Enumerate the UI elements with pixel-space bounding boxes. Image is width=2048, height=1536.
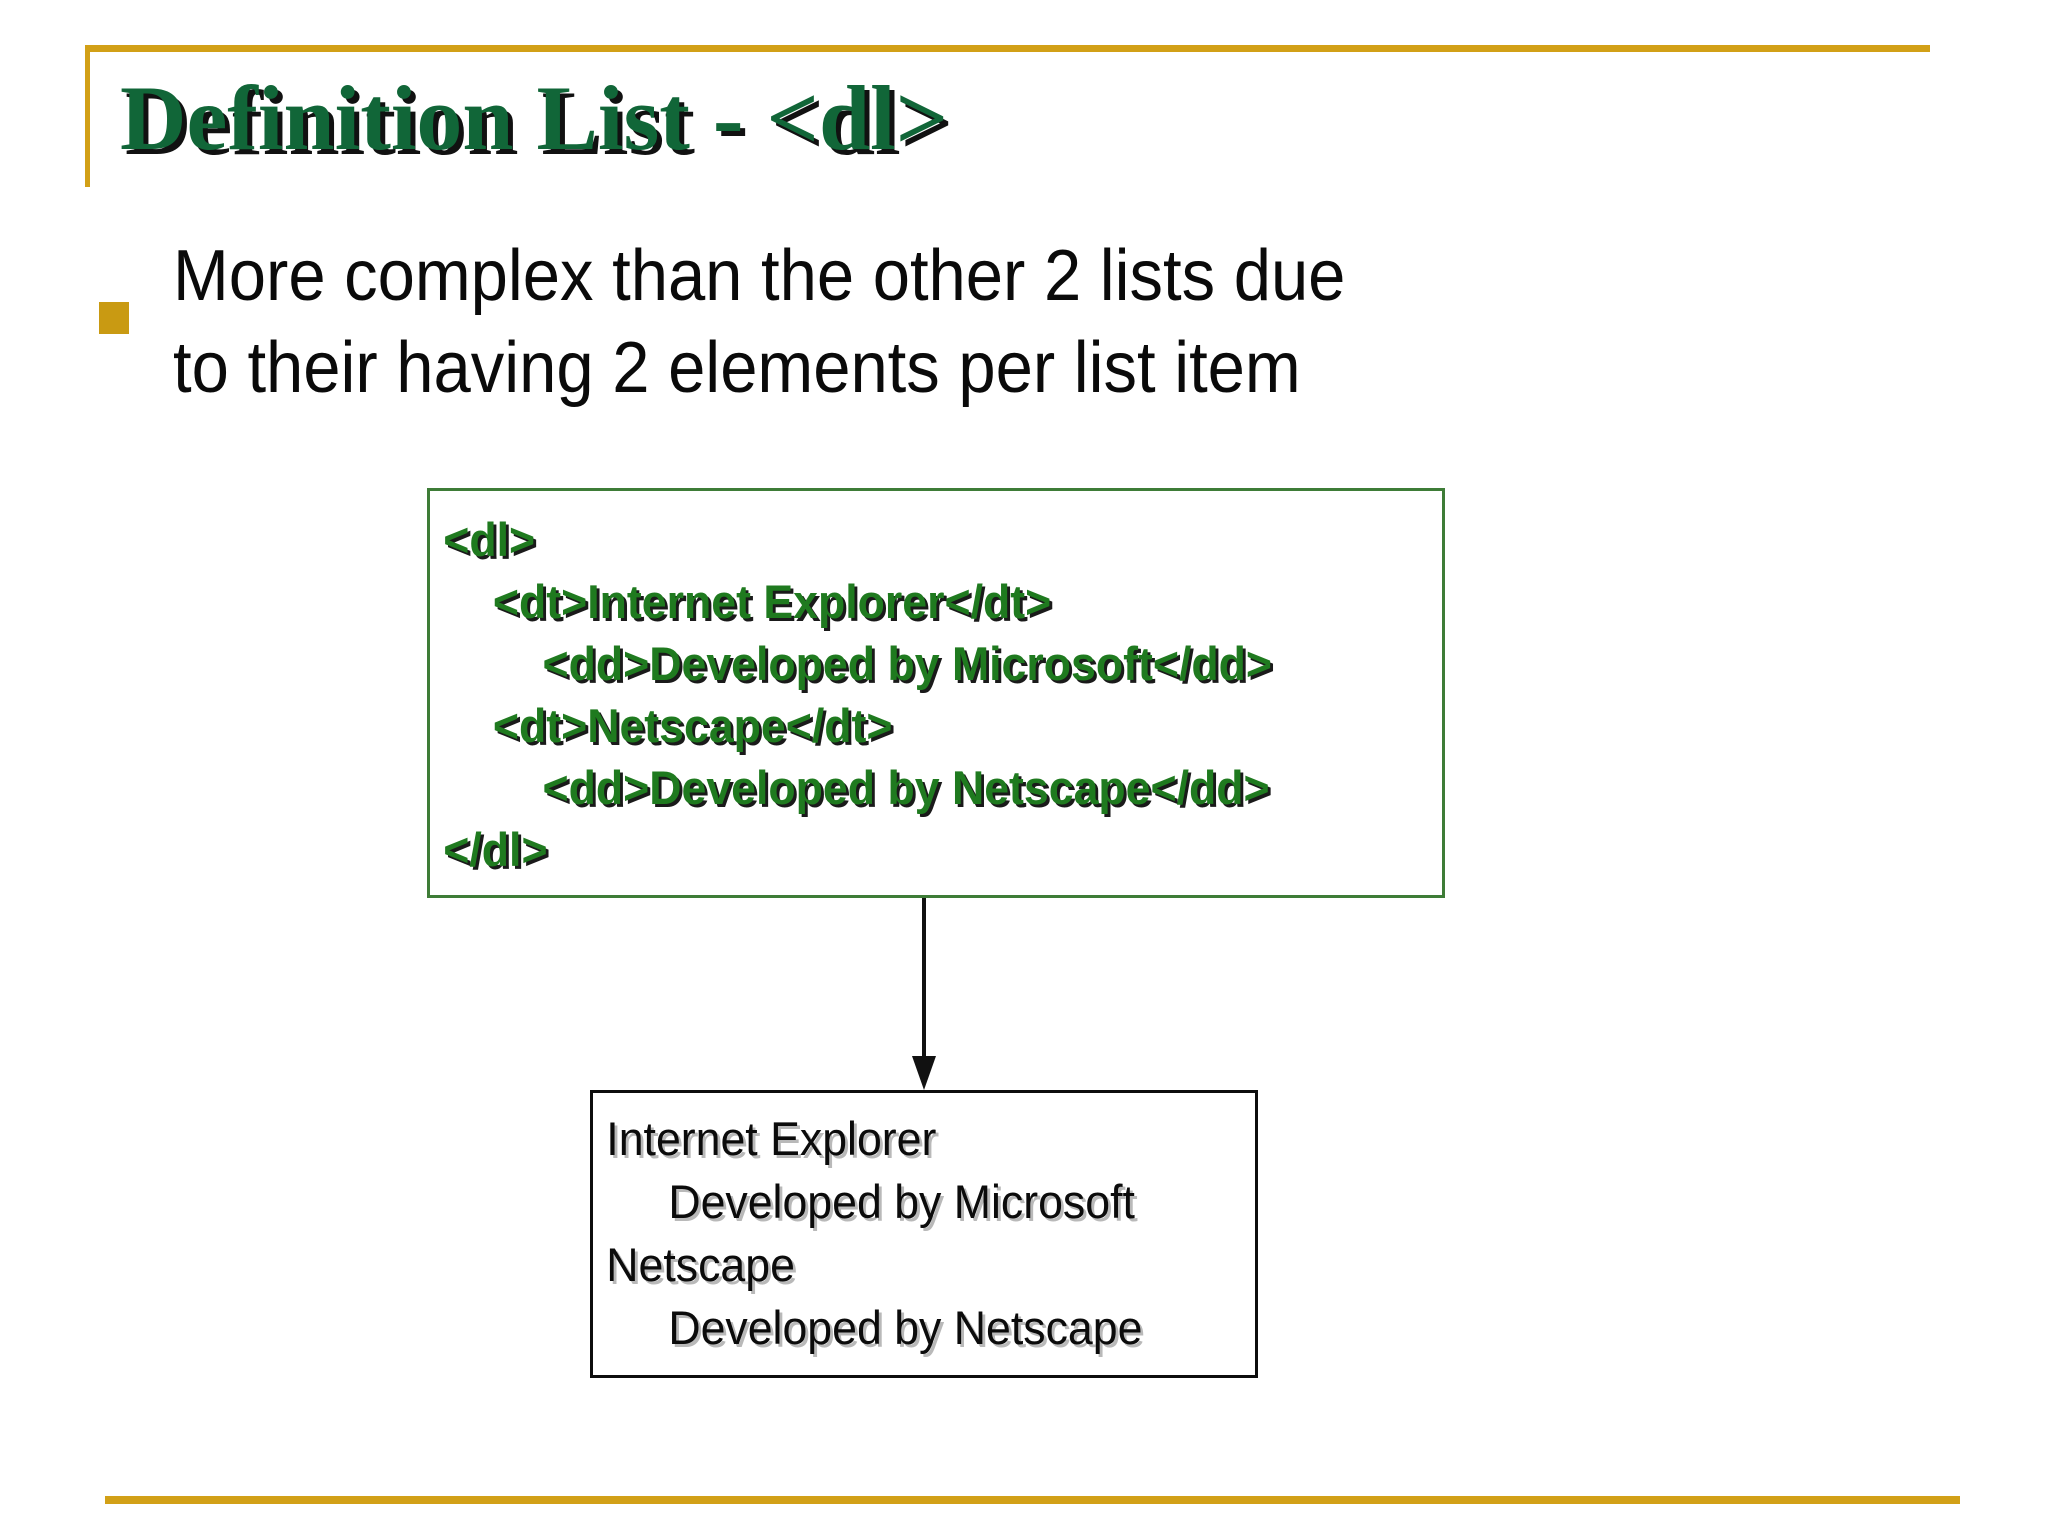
output-line: Netscape [606,1238,795,1291]
bottom-gold-rule [105,1496,1960,1504]
code-line: <dt>Internet Explorer</dt> [443,575,1052,628]
code-example-lines: <dl> <dt>Internet Explorer</dt> <dd>Deve… [430,491,1442,881]
code-line: <dd>Developed by Microsoft</dd> [443,637,1272,690]
code-line: </dl> [443,823,548,876]
bullet-item-label: More complex than the other 2 lists due … [173,236,1346,409]
arrow-head [912,1056,936,1090]
page-title: Definition List - <dl> [120,67,949,169]
output-line: Internet Explorer [606,1112,937,1165]
square-bullet-icon [99,302,129,334]
code-line: <dd>Developed by Netscape</dd> [443,761,1270,814]
left-gold-rule [85,45,90,187]
output-line: Developed by Netscape [606,1301,1143,1354]
code-line: <dl> [443,513,536,566]
code-line: <dt>Netscape</dt> [443,699,893,752]
arrow-shaft [922,898,926,1061]
down-arrow-icon [912,898,936,1093]
rendered-output-box: Internet Explorer Developed by Microsoft… [590,1090,1258,1378]
rendered-output-lines: Internet Explorer Developed by Microsoft… [593,1093,1255,1359]
code-example-box: <dl> <dt>Internet Explorer</dt> <dd>Deve… [427,488,1445,898]
output-line: Developed by Microsoft [606,1175,1135,1228]
top-gold-rule [85,45,1930,52]
